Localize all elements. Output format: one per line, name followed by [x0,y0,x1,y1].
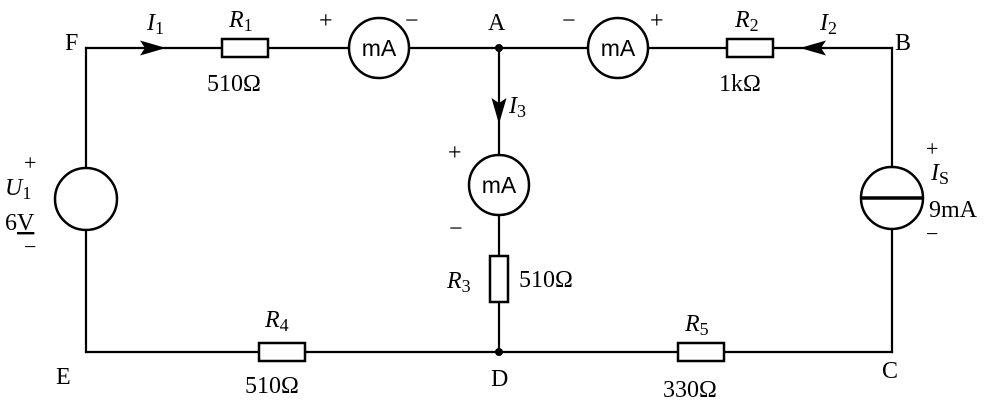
node-F-label: F [65,30,78,56]
voltage-source-value: 6V [5,210,35,236]
ammeter-1-minus: − [405,8,419,34]
resistor-R5-label: R5 [684,311,709,339]
ammeter-1-plus: + [319,8,333,34]
resistor-R2 [725,37,775,59]
junction-D [495,348,503,356]
current-source-plus: + [926,136,938,161]
current-source-value: 9mA [929,197,978,223]
ammeter-2 [586,16,650,80]
voltage-source-minus: − [24,234,36,259]
current-I1-label: I1 [146,10,164,38]
resistor-R2-label: R2 [734,7,759,35]
ammeter-3 [467,153,531,217]
ammeter-1 [347,16,411,80]
voltage-source-U1 [53,166,119,232]
junction-A [495,44,503,52]
ammeter-3-minus: − [449,216,463,242]
current-source-label: IS [930,160,949,188]
ammeter-3-plus: + [448,140,462,166]
ammeter-3-label: mA [482,172,517,198]
voltage-source-plus: + [24,150,36,175]
ammeter-1-label: mA [362,35,397,61]
resistor-R3-label: R3 [446,268,471,296]
current-I3-label: I3 [508,93,526,121]
current-I2-label: I2 [819,10,837,38]
resistor-R5 [676,341,726,363]
resistor-R1 [220,37,270,59]
resistor-R2-value: 1kΩ [719,71,761,97]
resistor-R4-label: R4 [264,307,289,335]
arrow-I2-icon [800,40,826,56]
arrow-I3-icon [491,98,507,124]
resistor-R5-value: 330Ω [663,377,717,402]
resistor-R4-value: 510Ω [245,373,299,399]
ammeter-2-plus: + [650,8,664,34]
node-A-label: A [488,10,506,36]
voltage-source-label: U1 [5,175,31,203]
node-E-label: E [56,364,71,390]
resistor-R3 [488,254,510,304]
node-D-label: D [491,366,508,392]
current-source-minus: − [926,221,938,246]
ammeter-2-minus: − [562,8,576,34]
resistor-R4 [257,341,307,363]
arrow-I1-icon [140,40,166,56]
node-C-label: C [882,358,898,384]
ammeter-2-label: mA [601,35,636,61]
resistor-R1-value: 510Ω [207,71,261,97]
node-B-label: B [895,30,911,56]
resistor-R3-value: 510Ω [519,267,573,293]
resistor-R1-label: R1 [228,7,253,35]
